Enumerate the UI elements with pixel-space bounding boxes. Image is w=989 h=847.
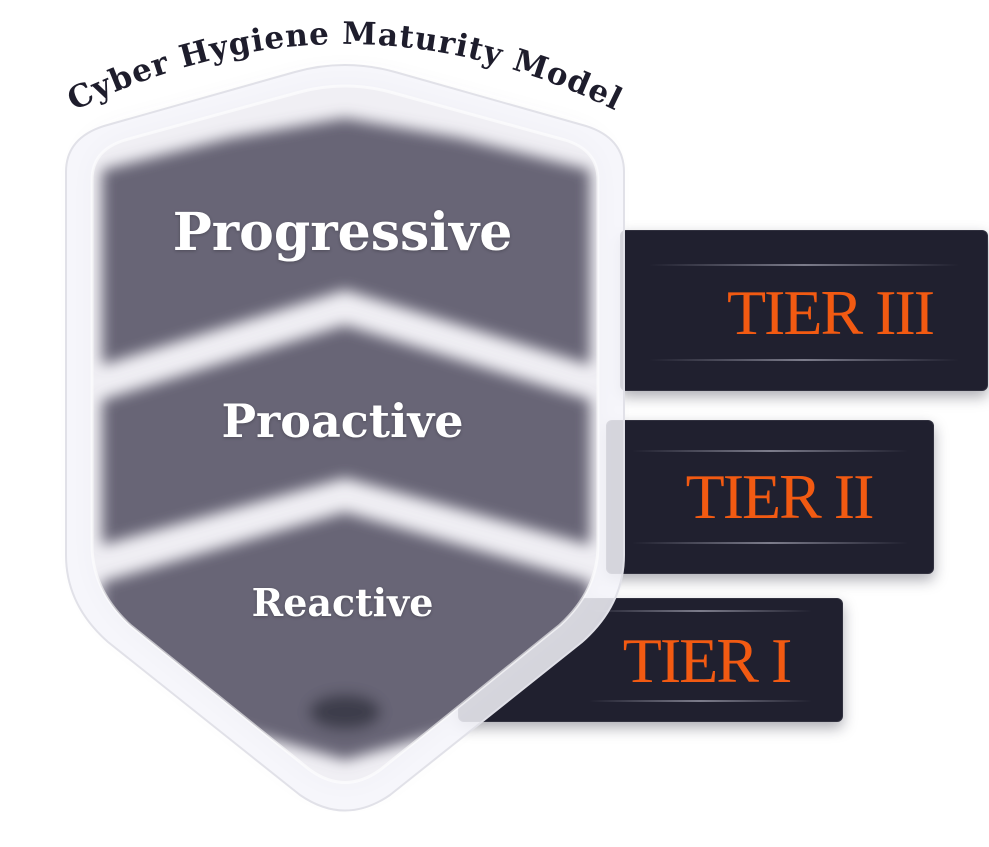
divider-line xyxy=(588,610,813,612)
level-proactive-label: Proactive xyxy=(221,394,464,448)
tier-2-label: TIER II xyxy=(685,461,875,532)
divider-line xyxy=(649,359,959,361)
level-reactive-label: Reactive xyxy=(251,580,434,625)
divider-line xyxy=(588,700,813,702)
tier-2-box: TIER II xyxy=(606,420,934,574)
shield-inner-edge xyxy=(90,84,600,784)
level-progressive-label: Progressive xyxy=(172,202,513,263)
divider-line xyxy=(632,542,908,544)
tier-3-label: TIER III xyxy=(726,277,935,348)
tier-1-label: TIER I xyxy=(622,625,793,696)
shield-bands xyxy=(92,86,598,783)
divider-line xyxy=(632,450,908,452)
divider-line xyxy=(649,264,959,266)
tier-3-box: TIER III xyxy=(620,230,988,391)
